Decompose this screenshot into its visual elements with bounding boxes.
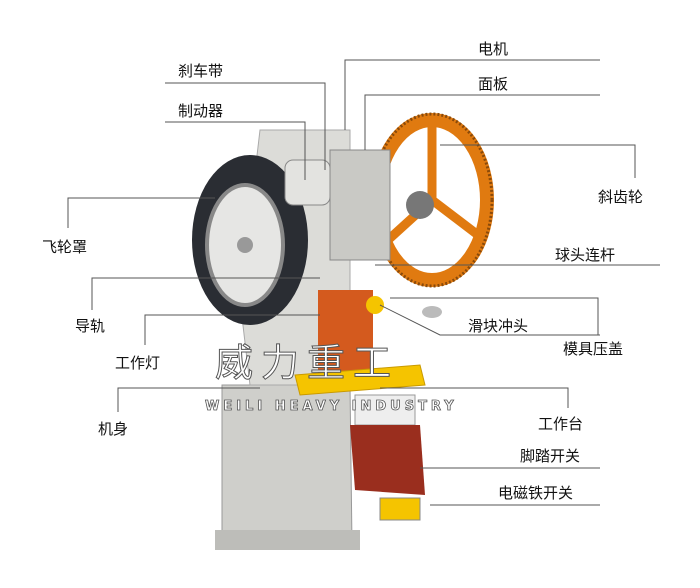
motor-housing bbox=[329, 149, 391, 261]
watermark-en: WEILI HEAVY INDUSTRY bbox=[205, 399, 458, 414]
work-lamp bbox=[422, 306, 442, 318]
label-die-cover: 模具压盖 bbox=[563, 340, 624, 358]
foot-pedal bbox=[379, 497, 421, 521]
label-electromagnet-switch: 电磁铁开关 bbox=[498, 484, 574, 502]
label-ball-connecting-rod: 球头连杆 bbox=[555, 246, 616, 264]
label-worktable: 工作台 bbox=[538, 415, 584, 433]
flywheel-hub bbox=[237, 237, 253, 253]
slider-column bbox=[318, 290, 373, 380]
label-panel: 面板 bbox=[478, 75, 509, 93]
leader-lines bbox=[67, 59, 660, 506]
die-cover bbox=[366, 296, 384, 314]
label-frame: 机身 bbox=[98, 420, 129, 438]
base-foot bbox=[215, 530, 360, 550]
gear-teeth bbox=[370, 112, 494, 288]
gear-hub bbox=[406, 191, 434, 219]
watermark-cn: 威力重工 bbox=[215, 341, 399, 385]
label-foot-switch: 脚踏开关 bbox=[520, 447, 581, 465]
label-motor: 电机 bbox=[478, 40, 509, 58]
brake-unit bbox=[284, 159, 331, 206]
label-work-lamp: 工作灯 bbox=[115, 354, 161, 372]
foot-switch-cover bbox=[350, 425, 425, 495]
label-guide-rail: 导轨 bbox=[75, 317, 106, 335]
label-flywheel-cover: 飞轮罩 bbox=[42, 238, 88, 256]
label-brake: 制动器 bbox=[178, 102, 224, 120]
label-slider-punch: 滑块冲头 bbox=[468, 317, 529, 335]
label-helical-gear: 斜齿轮 bbox=[598, 188, 644, 206]
label-brake-band: 刹车带 bbox=[178, 62, 224, 80]
